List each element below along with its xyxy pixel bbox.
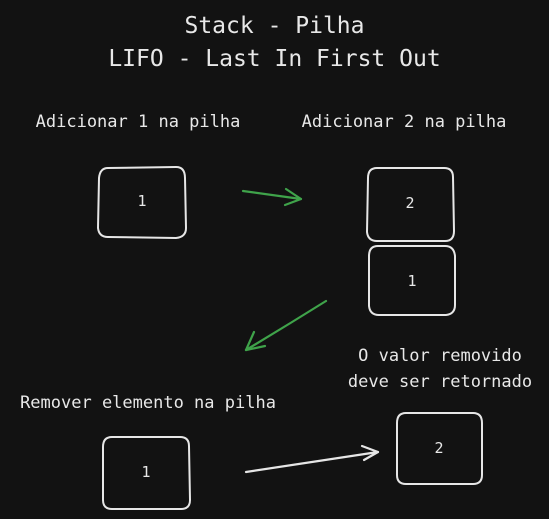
diagram-title-line2: LIFO - Last In First Out bbox=[108, 46, 440, 72]
arrow-add1-to-add2 bbox=[241, 187, 303, 207]
stack-box-add2-top-value: 2 bbox=[405, 194, 414, 212]
stack-box-remaining-value: 1 bbox=[141, 463, 150, 481]
remove-label: Remover elemento na pilha bbox=[20, 393, 276, 413]
arrow-remove-to-removed bbox=[244, 444, 380, 474]
stack-box-removed: 2 bbox=[396, 412, 483, 485]
stack-box-add1: 1 bbox=[97, 166, 187, 239]
stack-box-removed-value: 2 bbox=[434, 439, 443, 457]
add-2-label: Adicionar 2 na pilha bbox=[302, 112, 507, 132]
removed-note-line2: deve ser retornado bbox=[348, 372, 532, 392]
diagram-title-line1: Stack - Pilha bbox=[184, 13, 364, 39]
stack-box-add2-bottom: 1 bbox=[368, 245, 456, 316]
stack-box-add2-top: 2 bbox=[366, 167, 455, 242]
removed-note-line1: O valor removido bbox=[358, 346, 522, 366]
arrow-add2-to-remove bbox=[244, 299, 328, 352]
stack-box-add1-value: 1 bbox=[137, 192, 146, 210]
stack-box-remaining: 1 bbox=[102, 436, 191, 510]
stack-box-add2-bottom-value: 1 bbox=[407, 272, 416, 290]
add-1-label: Adicionar 1 na pilha bbox=[36, 112, 241, 132]
